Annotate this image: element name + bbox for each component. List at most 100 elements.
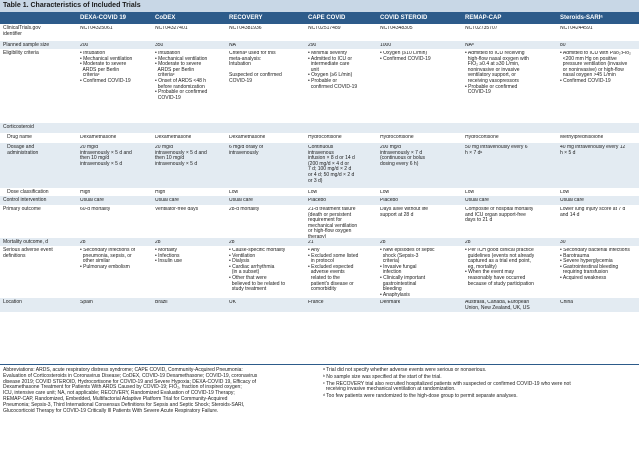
table-cell: Usual care xyxy=(465,198,489,203)
table-cell: France xyxy=(308,300,324,305)
row-label: Primary outcome xyxy=(3,206,41,212)
table-cell: 28 xyxy=(80,240,86,245)
row-label: Planned sample size xyxy=(3,42,50,48)
table-cell: 50 mg intravenously every 6 h × 7 dᵉ xyxy=(465,145,528,156)
table-cell: • Minimal severity • Admitted to ICU or … xyxy=(308,51,358,90)
table-cell: Brazil xyxy=(155,300,168,305)
table-cell: • New episodes of septic shock (Sepsis-3… xyxy=(380,248,435,298)
table-cell: • Per ICH good clinical practice guideli… xyxy=(465,248,535,287)
table-cell: Low xyxy=(560,190,570,195)
table-cell: Placebo xyxy=(380,198,399,203)
table-cell: • Intubation • Mechanical ventilation • … xyxy=(155,51,208,101)
table-cell: Placebo xyxy=(308,198,327,203)
table-cell: Spain xyxy=(80,300,93,305)
table-cell: Australia, Canada, European Union, New Z… xyxy=(465,300,530,311)
table-cell: NCT02735707 xyxy=(465,26,498,31)
table-cell: Usual care xyxy=(155,198,179,203)
footnote: ᵇ No sample size was specified at the st… xyxy=(323,373,442,380)
table-cell: Hydrocortisone xyxy=(380,135,414,140)
table-cell: • Mortality • Infections • Insulin use xyxy=(155,248,183,265)
row-label: Location xyxy=(3,299,22,305)
table-cell: 1000 xyxy=(380,43,392,48)
table-cell: Hydrocortisone xyxy=(308,135,342,140)
table-cell: • Any • Excluded some listed in protocol… xyxy=(308,248,359,293)
table-cell: • Oxygen (≥10 L/min) • Confirmed COVID-1… xyxy=(380,51,431,62)
table-cell: 200 mg/d intravenously × 7 d (continuous… xyxy=(380,145,426,167)
footnote: ᶜ The RECOVERY trial also recruited hosp… xyxy=(323,380,571,393)
row-label: Mortality outcome, d xyxy=(3,239,49,245)
table-cell: Composite of hospital mortality and ICU … xyxy=(465,207,534,224)
row-label: ClinicalTrials.gov identifier xyxy=(3,25,41,37)
table-cell: China xyxy=(560,300,574,305)
footnotes-list: ᵃ Trial did not specify whether adverse … xyxy=(323,367,633,401)
column-header: DEXA-COVID 19 xyxy=(80,15,127,21)
table-cell: Denmark xyxy=(380,300,401,305)
table-cell: Usual care xyxy=(80,198,104,203)
table-cell: Low xyxy=(229,190,239,195)
table-cell: 28 xyxy=(155,240,161,245)
table-cell: Dexamethasone xyxy=(155,135,192,140)
table-cell: 6 mg/d orally or intravenously xyxy=(229,145,264,156)
table-cell: NAᵇ xyxy=(465,43,474,48)
table-cell: Low xyxy=(380,190,390,195)
table-cell: 20 mg/d intravenously × 5 d and then 10 … xyxy=(80,145,132,167)
table-cell: Criteriaᵈ used for this meta-analysis: I… xyxy=(229,51,282,84)
table-cell: 28-d mortality xyxy=(229,207,260,212)
column-header: Steroids-SARIᵃ xyxy=(560,15,603,21)
row-label: Corticosteroid xyxy=(3,124,34,130)
table-cell: 60-d mortality xyxy=(80,207,111,212)
table-cell: • Cause-specific mortality • Ventilation… xyxy=(229,248,286,293)
table-cell: Lower lung injury score at 7 d and 14 d xyxy=(560,207,626,218)
table-cell: 40 mg intravenously every 12 h × 5 d xyxy=(560,145,626,156)
table-cell: NCT04244591 xyxy=(560,26,593,31)
table-row: Control intervention Usual care Usual care… xyxy=(0,196,639,205)
row-label: Control intervention xyxy=(3,197,47,203)
table-title: Table 1. Characteristics of Included Tri… xyxy=(0,0,639,13)
table-cell: 80 xyxy=(560,43,566,48)
table-row: Serious adverse event definitions • Secon… xyxy=(0,246,639,298)
column-header: REMAP-CAP xyxy=(465,15,502,21)
table-cell: NCT04348305 xyxy=(380,26,413,31)
table-cell: 200 xyxy=(80,43,89,48)
table-cell: 21 xyxy=(308,240,314,245)
table-cell: • Admitted to ICU with Pao₂:Fio₂ <200 mm… xyxy=(560,51,631,84)
row-label: Drug name xyxy=(3,134,32,140)
table-cell: 21-d treatment failure (death or persist… xyxy=(308,207,358,240)
table-cell: • Admitted to ICU receiving high-flow na… xyxy=(465,51,529,96)
table-bottom-rule xyxy=(0,364,639,365)
table-cell: 350 xyxy=(155,43,164,48)
table-cell: Continuous intravenous infusion × 8 d or… xyxy=(308,145,355,184)
abbreviations-note: Abbreviations: ARDS, acute respiratory d… xyxy=(3,367,258,414)
column-header: CAPE COVID xyxy=(308,15,346,21)
row-label: Serious adverse event definitions xyxy=(3,247,53,259)
table-cell: 20 mg/d intravenously × 5 d and then 10 … xyxy=(155,145,207,167)
table-cell: High xyxy=(155,190,166,195)
table-cell: NCT04325061 xyxy=(80,26,113,31)
table-cell: Dexamethasone xyxy=(229,135,266,140)
table-cell: NA xyxy=(229,43,236,48)
table-cell: UK xyxy=(229,300,236,305)
table-row: ClinicalTrials.gov identifier NCT04325061… xyxy=(0,24,639,41)
table-cell: Low xyxy=(465,190,475,195)
table-cell: NCT02517489 xyxy=(308,26,341,31)
row-label: Eligibility criteria xyxy=(3,50,39,56)
table-cell: Low xyxy=(308,190,318,195)
footnote: ᵃ Trial did not specify whether adverse … xyxy=(323,367,487,373)
table-cell: 28 xyxy=(229,240,235,245)
table-cell: NCT04327401 xyxy=(155,26,188,31)
table-cell: Hydrocortisone xyxy=(465,135,499,140)
column-header: RECOVERY xyxy=(229,15,263,21)
column-header: CoDEX xyxy=(155,15,176,21)
table-cell: • Secondary infections of pneumonia, sep… xyxy=(80,248,136,270)
table-cell: NCT04381936 xyxy=(229,26,262,31)
table-cell: 28 xyxy=(465,240,471,245)
row-label: Dose classification xyxy=(3,189,49,195)
